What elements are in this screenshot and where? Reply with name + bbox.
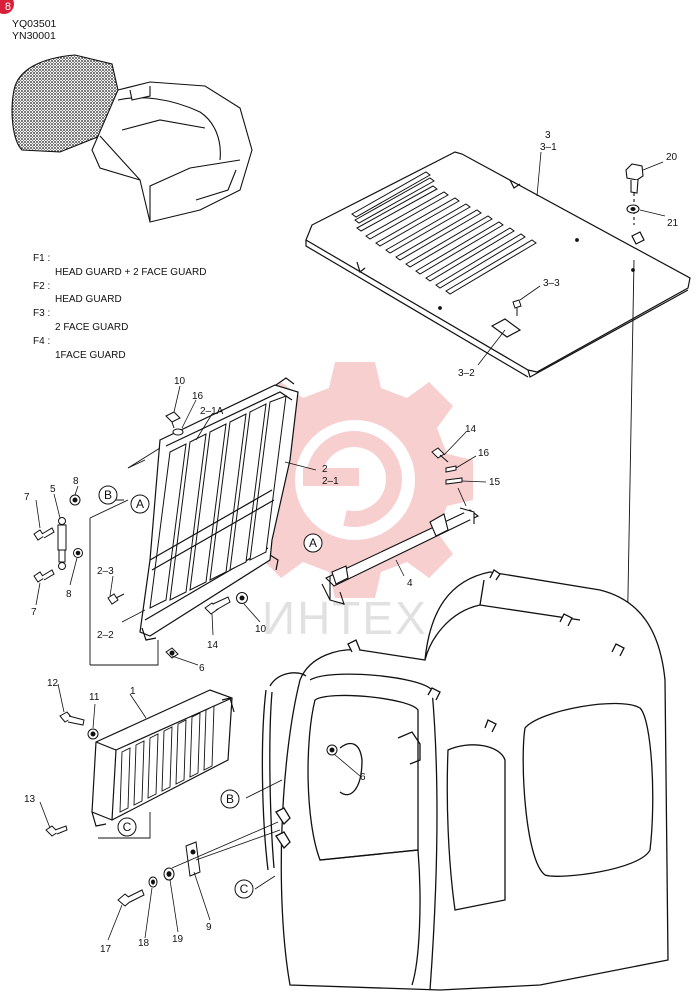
ref-letter-a-face: A: [136, 497, 144, 511]
bracket-6-upper-icon: [165, 647, 179, 659]
callout-19: 19: [172, 934, 184, 945]
ref-letter-c-grille: C: [123, 820, 132, 834]
ref-circle-b-stay: [98, 485, 118, 505]
gas-stay-5-icon: [57, 517, 67, 570]
reference-letters: A A B B C C: [104, 488, 317, 896]
nut-11-icon: [87, 728, 99, 740]
machine-overview-icon: [11, 54, 253, 223]
callout-16-rear: 16: [478, 448, 490, 459]
reference-markers: [98, 485, 323, 899]
washer-18-icon: [148, 876, 158, 888]
page-corner-marker: 8: [0, 0, 14, 14]
callout-10-lower: 10: [255, 624, 267, 635]
grille-leader-line: [98, 812, 151, 839]
callout-leader-lines: [35, 151, 666, 941]
operator-cab: [261, 569, 669, 991]
legend-desc-f3: 2 FACE GUARD: [55, 321, 129, 333]
pin-leader-line: [457, 487, 467, 507]
nut-10-lower-icon: [236, 592, 248, 604]
part-code-1: YQ03501: [12, 18, 57, 30]
part-codes: YQ03501 YN30001: [12, 18, 56, 42]
callout-2-1: 2–1: [322, 476, 339, 487]
bolt-14-lower-icon: [204, 596, 231, 615]
callout-17: 17: [100, 944, 112, 955]
washer-16-upper-icon: [445, 465, 457, 473]
bolt-3-3-icon: [512, 299, 522, 316]
head-guard-panel: [305, 151, 691, 378]
callout-14-upper: 14: [465, 424, 477, 435]
callout-8-upper: 8: [73, 476, 79, 487]
bolt-20-icon: [625, 163, 644, 225]
bolt-7-lower-icon: [33, 569, 55, 583]
legend-desc-f1: HEAD GUARD + 2 FACE GUARD: [55, 266, 207, 278]
callout-3-1: 3–1: [540, 142, 557, 153]
ref-letter-b-cab: B: [226, 792, 234, 806]
callout-5: 5: [50, 484, 56, 495]
callout-10-upper: 10: [174, 376, 186, 387]
callout-1: 1: [130, 686, 136, 697]
nut-8-upper-icon: [69, 494, 81, 506]
callout-7-upper: 7: [24, 492, 30, 503]
callout-20: 20: [666, 152, 678, 163]
nut-6-cab-icon: [326, 744, 338, 756]
part-callouts: 3 3–1 20 21 3–3 3–2 10 16 2–1A 2 2–1 14 …: [24, 130, 679, 955]
legend-key-f4: F4 :: [33, 335, 51, 347]
legend-desc-f2: HEAD GUARD: [55, 294, 122, 306]
support-bar-4: [321, 507, 480, 605]
bolt-12-icon: [59, 711, 85, 726]
ref-circle-a-bar: [303, 533, 323, 553]
washer-19-icon: [163, 867, 175, 881]
face-guard-leader-lines: [89, 447, 161, 666]
callout-8-lower: 8: [66, 589, 72, 600]
watermark-text: ИНТЕХ: [262, 592, 428, 644]
callout-18: 18: [138, 938, 150, 949]
cap-10-upper-icon: [165, 411, 184, 436]
lower-face-guard-1: [91, 689, 235, 827]
ref-letter-b-stay: B: [104, 488, 112, 502]
ref-circle-c-cab: [234, 879, 254, 899]
part-code-2: YN30001: [12, 30, 56, 42]
callout-11: 11: [89, 692, 100, 703]
front-face-guard-upper: [139, 377, 299, 641]
assembly-line-head-guard: [626, 259, 635, 651]
callout-3-2: 3–2: [458, 368, 475, 379]
ref-letter-c-cab: C: [240, 882, 249, 896]
callout-2-1a: 2–1A: [200, 406, 224, 417]
bolt-17-icon: [117, 889, 145, 907]
callout-4: 4: [407, 578, 413, 589]
callout-3-3: 3–3: [543, 278, 560, 289]
ref-circle-c-grille: [117, 817, 137, 837]
callout-3: 3: [545, 130, 551, 141]
callout-21: 21: [667, 218, 679, 229]
washer-21-icon: [626, 204, 640, 214]
callout-6-cab: 6: [360, 772, 366, 783]
bolt-14-upper-icon: [431, 447, 449, 463]
legend-key-f2: F2 :: [33, 280, 51, 292]
callout-16-upper: 16: [192, 391, 204, 402]
bolt-13-icon: [45, 825, 68, 837]
variant-legend: F1 : HEAD GUARD + 2 FACE GUARD F2 : HEAD…: [33, 252, 206, 362]
legend-key-f1: F1 :: [33, 253, 51, 264]
legend-key-f3: F3 :: [33, 308, 51, 320]
legend-desc-f4: 1FACE GUARD: [55, 349, 126, 361]
callout-14-lower: 14: [207, 640, 219, 651]
callout-6-upper: 6: [199, 663, 205, 674]
assembly-guide-lines: [171, 779, 283, 890]
bolt-7-upper-icon: [33, 527, 55, 541]
callout-2-2: 2–2: [97, 630, 114, 641]
bolt-2-3-icon: [107, 593, 125, 605]
callout-13: 13: [24, 794, 36, 805]
callout-7-lower: 7: [31, 607, 37, 618]
callout-2: 2: [322, 464, 328, 475]
callout-12: 12: [47, 678, 59, 689]
ref-letter-a-bar: A: [309, 536, 317, 550]
callout-15: 15: [489, 477, 501, 488]
ref-circle-b-cab: [220, 789, 240, 809]
pin-15-icon: [445, 477, 463, 485]
ref-circle-a-face: [130, 494, 150, 514]
callout-2-3: 2–3: [97, 566, 114, 577]
nut-8-lower-icon: [73, 548, 83, 558]
callout-9: 9: [206, 922, 212, 933]
